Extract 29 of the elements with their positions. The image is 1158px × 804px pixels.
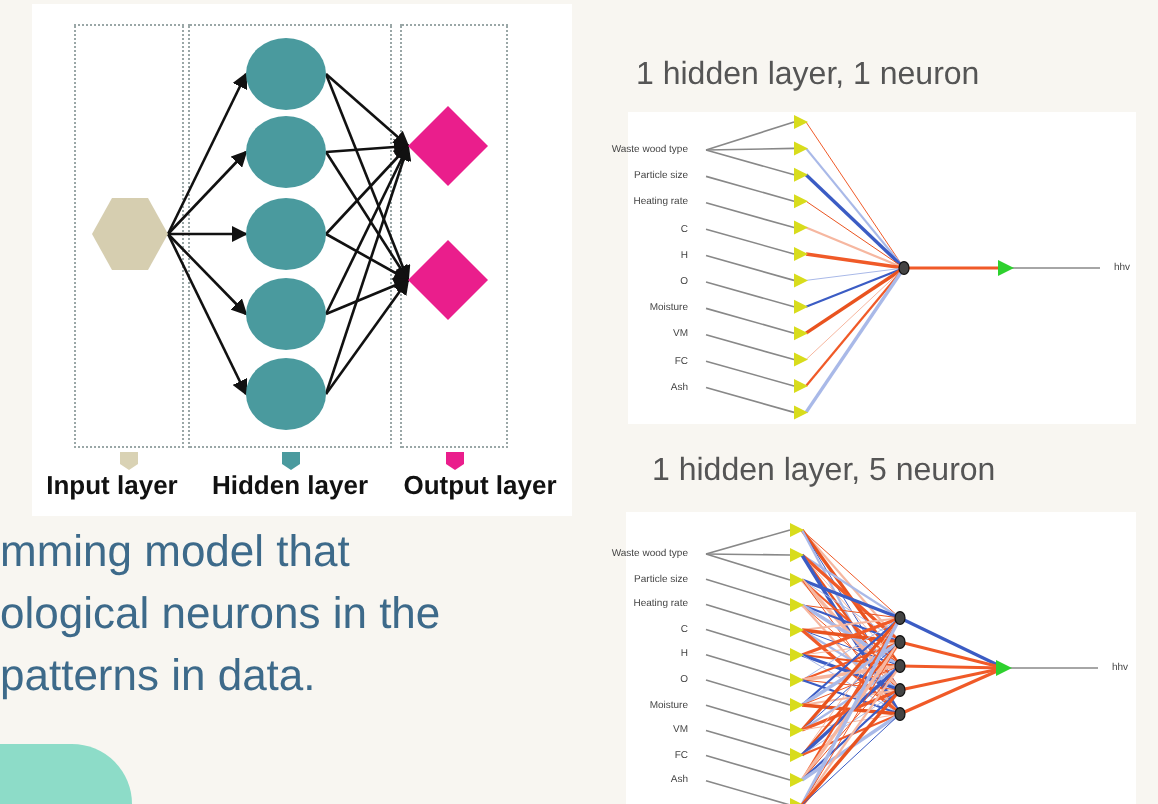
arrow xyxy=(167,150,248,235)
arrow xyxy=(325,277,410,316)
panel-title: 1 hidden layer, 1 neuron xyxy=(636,56,980,96)
diamond-node xyxy=(408,106,488,186)
panel-title: 1 hidden layer, 5 neuron xyxy=(652,452,996,492)
circle-node xyxy=(246,358,326,430)
diamond-node xyxy=(408,240,488,320)
arrow xyxy=(324,278,410,395)
hexagon-node xyxy=(92,198,168,270)
arrow xyxy=(325,144,410,235)
arrow xyxy=(324,144,410,315)
arrow xyxy=(324,151,410,282)
layer-label: Input layer xyxy=(44,470,180,502)
layer-label: Output layer xyxy=(401,470,559,502)
arrow xyxy=(325,232,410,282)
body-text: mming model that ological neurons in the patterns in data. xyxy=(0,524,443,704)
arrow xyxy=(166,72,248,235)
arrow xyxy=(324,144,412,395)
arrow xyxy=(324,73,411,282)
circle-node xyxy=(246,198,326,270)
circle-node xyxy=(246,116,326,188)
arrow xyxy=(325,139,410,155)
circle-node xyxy=(246,38,326,110)
arrow xyxy=(166,233,248,396)
arrow xyxy=(325,73,410,148)
circle-node xyxy=(246,278,326,350)
layer-label: Hidden layer xyxy=(209,470,371,502)
arrow xyxy=(167,233,248,316)
arrow xyxy=(168,226,248,242)
